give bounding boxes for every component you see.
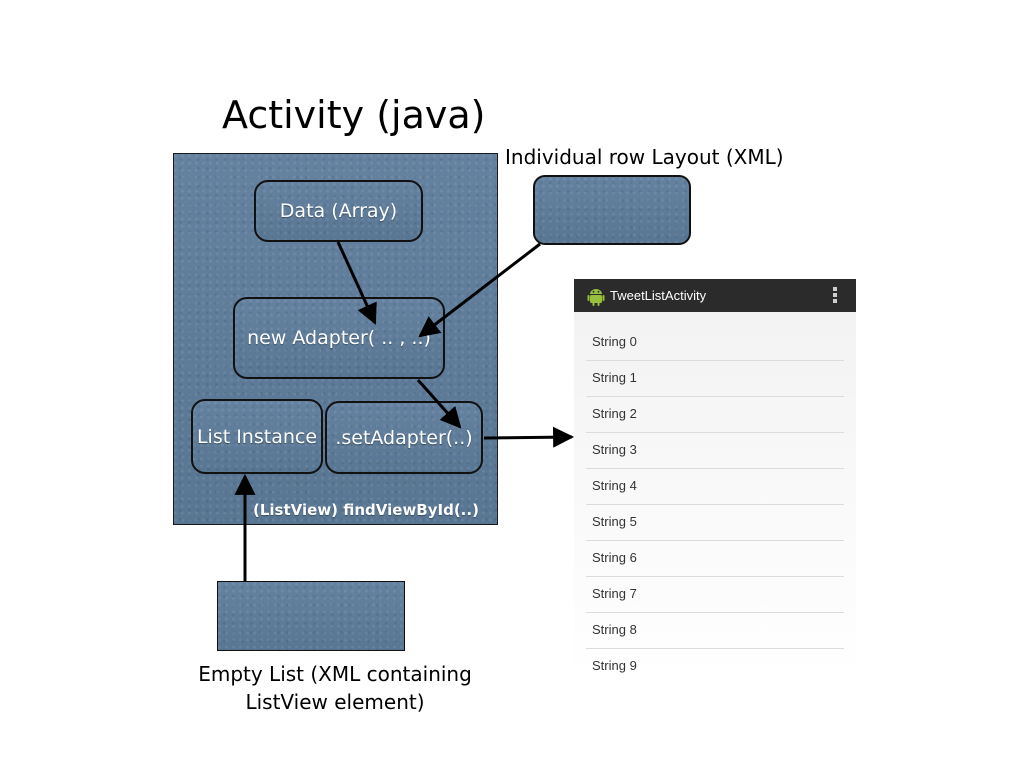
- phone-screenshot: TweetListActivity String 0 String 1 Stri…: [574, 279, 856, 680]
- row-layout-label: Individual row Layout (XML): [505, 145, 784, 169]
- list-item[interactable]: String 5: [586, 505, 844, 541]
- list-item[interactable]: String 1: [586, 361, 844, 397]
- data-array-node: Data (Array): [254, 180, 423, 242]
- data-array-label: Data (Array): [279, 200, 398, 222]
- new-adapter-label: new Adapter( .. , ..): [247, 327, 431, 349]
- overflow-menu-icon[interactable]: [826, 286, 844, 306]
- android-icon: [587, 289, 605, 306]
- list-instance-node: List Instance: [191, 399, 323, 474]
- list-item[interactable]: String 9: [592, 658, 637, 673]
- list-item[interactable]: String 4: [586, 469, 844, 505]
- action-bar: TweetListActivity: [574, 279, 856, 312]
- list-item[interactable]: String 2: [586, 397, 844, 433]
- empty-list-label: Empty List (XML containing ListView elem…: [198, 662, 472, 714]
- string-list: String 0 String 1 String 2 String 3 Stri…: [586, 325, 844, 685]
- list-instance-label: List Instance: [196, 425, 318, 448]
- list-item[interactable]: String 3: [586, 433, 844, 469]
- diagram-title: Activity (java): [222, 93, 486, 137]
- list-item[interactable]: String 0: [586, 325, 844, 361]
- app-title: TweetListActivity: [610, 288, 707, 303]
- set-adapter-node: .setAdapter(..): [325, 401, 483, 474]
- list-item[interactable]: String 8: [586, 613, 844, 649]
- find-view-by-id-label: (ListView) findViewById(..): [253, 501, 479, 519]
- empty-list-box: [217, 581, 405, 651]
- set-adapter-label: .setAdapter(..): [335, 426, 473, 449]
- list-item[interactable]: String 6: [586, 541, 844, 577]
- new-adapter-node: new Adapter( .. , ..): [233, 297, 445, 379]
- row-layout-box: [533, 175, 691, 245]
- list-item[interactable]: String 7: [586, 577, 844, 613]
